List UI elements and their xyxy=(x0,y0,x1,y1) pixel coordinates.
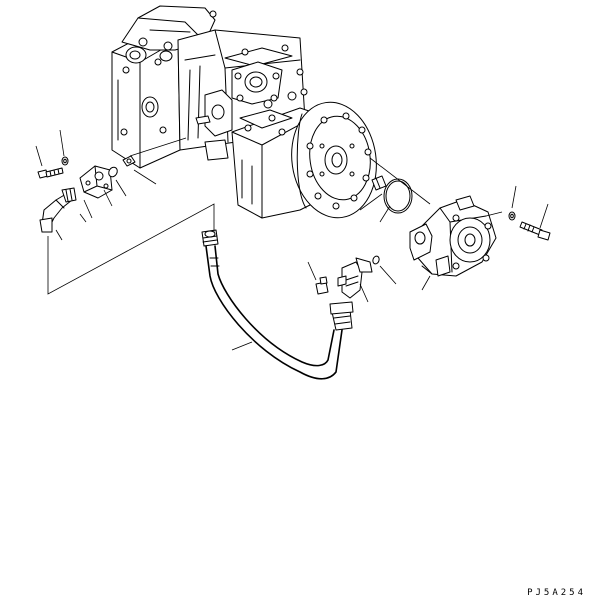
center-gasket xyxy=(122,155,136,167)
pump-o-ring-large xyxy=(383,178,413,214)
left-o-ring xyxy=(108,166,118,178)
left-washer xyxy=(61,156,69,166)
leader-lines xyxy=(35,129,549,351)
right-o-ring xyxy=(372,255,380,265)
left-flange-block xyxy=(79,165,113,199)
drawing-code-label: PJ5A254 xyxy=(527,588,586,598)
right-plug xyxy=(315,276,329,295)
small-coupling xyxy=(371,175,387,191)
hydraulic-hose xyxy=(201,229,354,380)
right-washer xyxy=(508,211,516,221)
right-bolt xyxy=(519,221,551,241)
right-elbow-fitting xyxy=(337,257,373,299)
left-bolt xyxy=(37,167,64,179)
left-elbow-fitting xyxy=(39,187,77,233)
main-hydraulic-pump xyxy=(111,5,377,219)
gear-pump xyxy=(409,195,497,277)
